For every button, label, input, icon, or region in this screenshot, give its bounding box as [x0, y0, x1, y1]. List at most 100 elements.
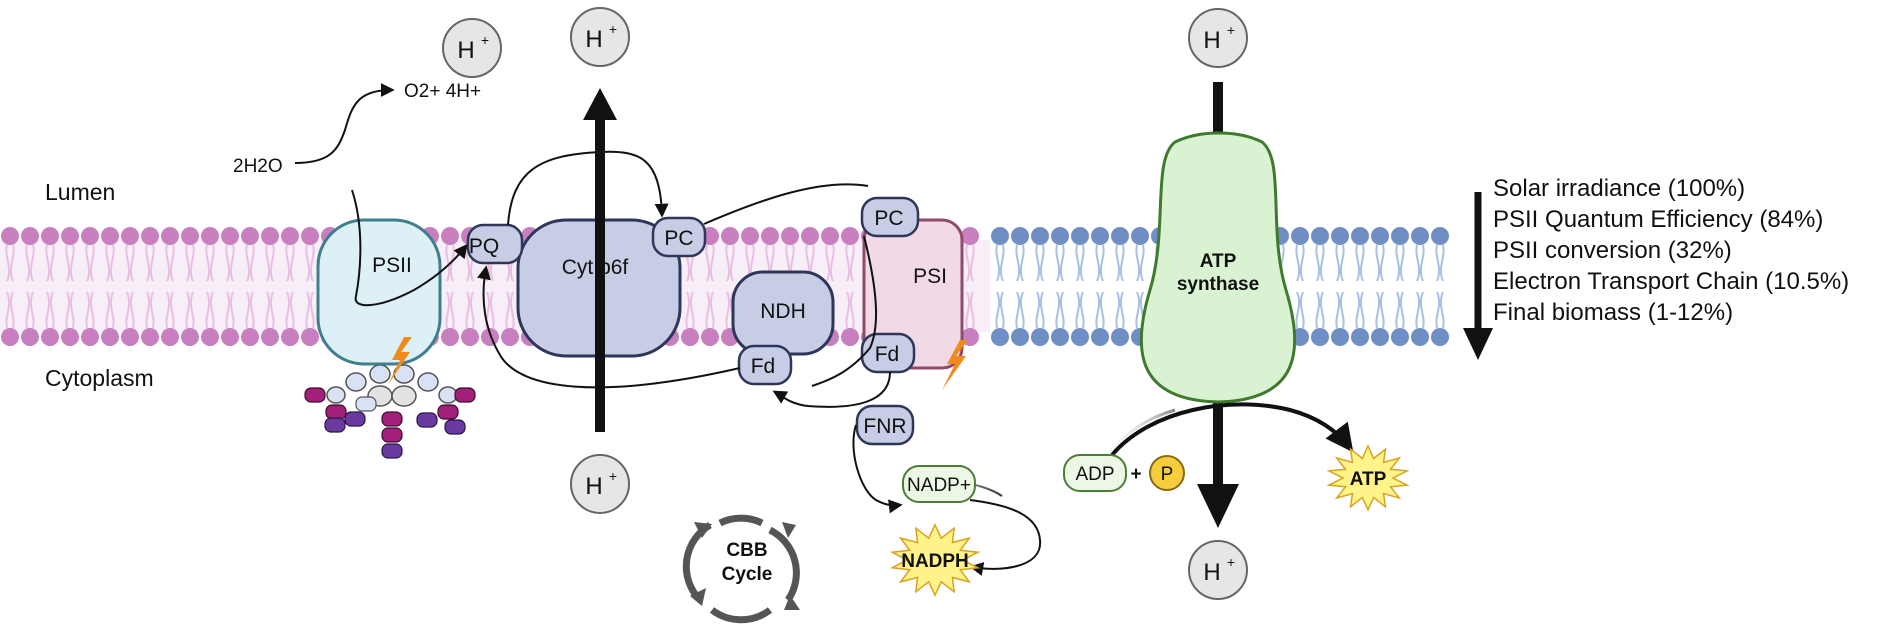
lipid-tail — [1435, 244, 1441, 282]
proton-charge: + — [609, 468, 617, 484]
lipid-tail — [29, 291, 35, 329]
atp-synthesis-arrow — [1110, 402, 1354, 457]
proton-lumen-atp: H + — [1188, 8, 1248, 68]
lipid-head — [1111, 227, 1129, 245]
pc-carrier-2: PC — [860, 196, 920, 238]
lipid-head — [1311, 328, 1329, 346]
lipid-head — [241, 227, 259, 245]
antenna-complex — [304, 364, 476, 459]
lipid-head — [1431, 227, 1449, 245]
lipid-tail — [689, 291, 695, 329]
pq-carrier: PQ — [466, 223, 524, 265]
lipid-tail — [125, 244, 131, 282]
lipid-tail — [65, 291, 71, 329]
lipid-head — [501, 328, 519, 346]
cycle-arrow-icon — [694, 522, 712, 538]
lipid-head — [1071, 328, 1089, 346]
lipid-tail — [265, 244, 271, 282]
lipid-head — [1391, 328, 1409, 346]
lipid-tail — [1339, 244, 1345, 282]
lipid-head — [41, 227, 59, 245]
lipid-tail — [129, 291, 135, 329]
lipid-tail — [1095, 244, 1101, 282]
lipid-tail — [1115, 291, 1121, 329]
water-oxidation-arrow — [294, 83, 395, 164]
fnr-enzyme: FNR — [855, 404, 915, 446]
lipid-tail — [1035, 291, 1041, 329]
lipid-tail — [89, 244, 95, 282]
lipid-head — [241, 328, 259, 346]
nadp-label: NADP+ — [907, 475, 971, 496]
lipid-tail — [85, 291, 91, 329]
lipid-head — [81, 227, 99, 245]
lipid-tail — [1335, 244, 1341, 282]
lipid-tail — [1319, 291, 1325, 329]
lipid-head — [1411, 328, 1429, 346]
lipid-tail — [1019, 291, 1025, 329]
ndh-label: NDH — [760, 300, 806, 323]
lipid-tail — [829, 244, 835, 282]
lipid-tail — [245, 291, 251, 329]
lipid-tail — [189, 291, 195, 329]
lipid-head — [301, 328, 319, 346]
ndh-complex: NDH — [731, 270, 835, 356]
proton-charge: + — [1227, 22, 1235, 38]
lipid-tail — [49, 291, 55, 329]
lipid-tail — [229, 291, 235, 329]
lipid-tail — [69, 244, 75, 282]
lipid-tail — [165, 291, 171, 329]
lipid-tail — [189, 244, 195, 282]
lipid-tail — [1379, 291, 1385, 329]
lipid-head — [1011, 328, 1029, 346]
lipid-tail — [1055, 291, 1061, 329]
lipid-head — [781, 227, 799, 245]
lipid-tail — [125, 291, 131, 329]
lipid-head — [281, 227, 299, 245]
efficiency-list: Solar irradiance (100%) PSII Quantum Eff… — [1493, 175, 1849, 326]
lipid-head — [801, 227, 819, 245]
lipid-tail — [465, 291, 471, 329]
lipid-head — [841, 227, 859, 245]
cbb-label-line2: Cycle — [722, 564, 773, 585]
lipid-head — [1011, 227, 1029, 245]
lipid-tail — [305, 244, 311, 282]
lipid-tail — [209, 244, 215, 282]
lipid-head — [1111, 328, 1129, 346]
lipid-tail — [445, 291, 451, 329]
lipid-tail — [29, 244, 35, 282]
lipid-tail — [205, 291, 211, 329]
lipid-tail — [845, 244, 851, 282]
lipid-tail — [845, 291, 851, 329]
nadp-molecule: NADP+ — [902, 465, 976, 503]
lipid-tail — [1095, 291, 1101, 329]
lipid-head — [1071, 227, 1089, 245]
lipid-tail — [185, 291, 191, 329]
lipid-head — [1051, 328, 1069, 346]
lipid-head — [1331, 227, 1349, 245]
cbb-cycle: CBB Cycle — [682, 514, 800, 624]
lightning-icon — [388, 337, 412, 385]
lipid-tail — [45, 244, 51, 282]
lipid-tail — [1435, 291, 1441, 329]
cytoplasm-label: Cytoplasm — [45, 365, 154, 391]
lipid-head — [161, 227, 179, 245]
lipid-tail — [849, 244, 855, 282]
lipid-tail — [1375, 291, 1381, 329]
lipid-tail — [1439, 244, 1445, 282]
lipid-tail — [265, 291, 271, 329]
lipid-head — [41, 328, 59, 346]
proton-symbol: H — [585, 26, 602, 53]
lipid-tail — [5, 244, 11, 282]
lipid-tail — [105, 291, 111, 329]
lipid-tail — [309, 291, 315, 329]
lipid-tail — [725, 244, 731, 282]
lipid-tail — [225, 244, 231, 282]
lipid-head — [261, 328, 279, 346]
lipid-head — [1091, 328, 1109, 346]
lipid-tail — [145, 244, 151, 282]
cycle-arrow-icon — [690, 588, 706, 606]
lipid-tail — [705, 291, 711, 329]
electron-flow-arrows — [351, 150, 1042, 576]
lipid-tail — [209, 291, 215, 329]
lipid-tail — [999, 291, 1005, 329]
